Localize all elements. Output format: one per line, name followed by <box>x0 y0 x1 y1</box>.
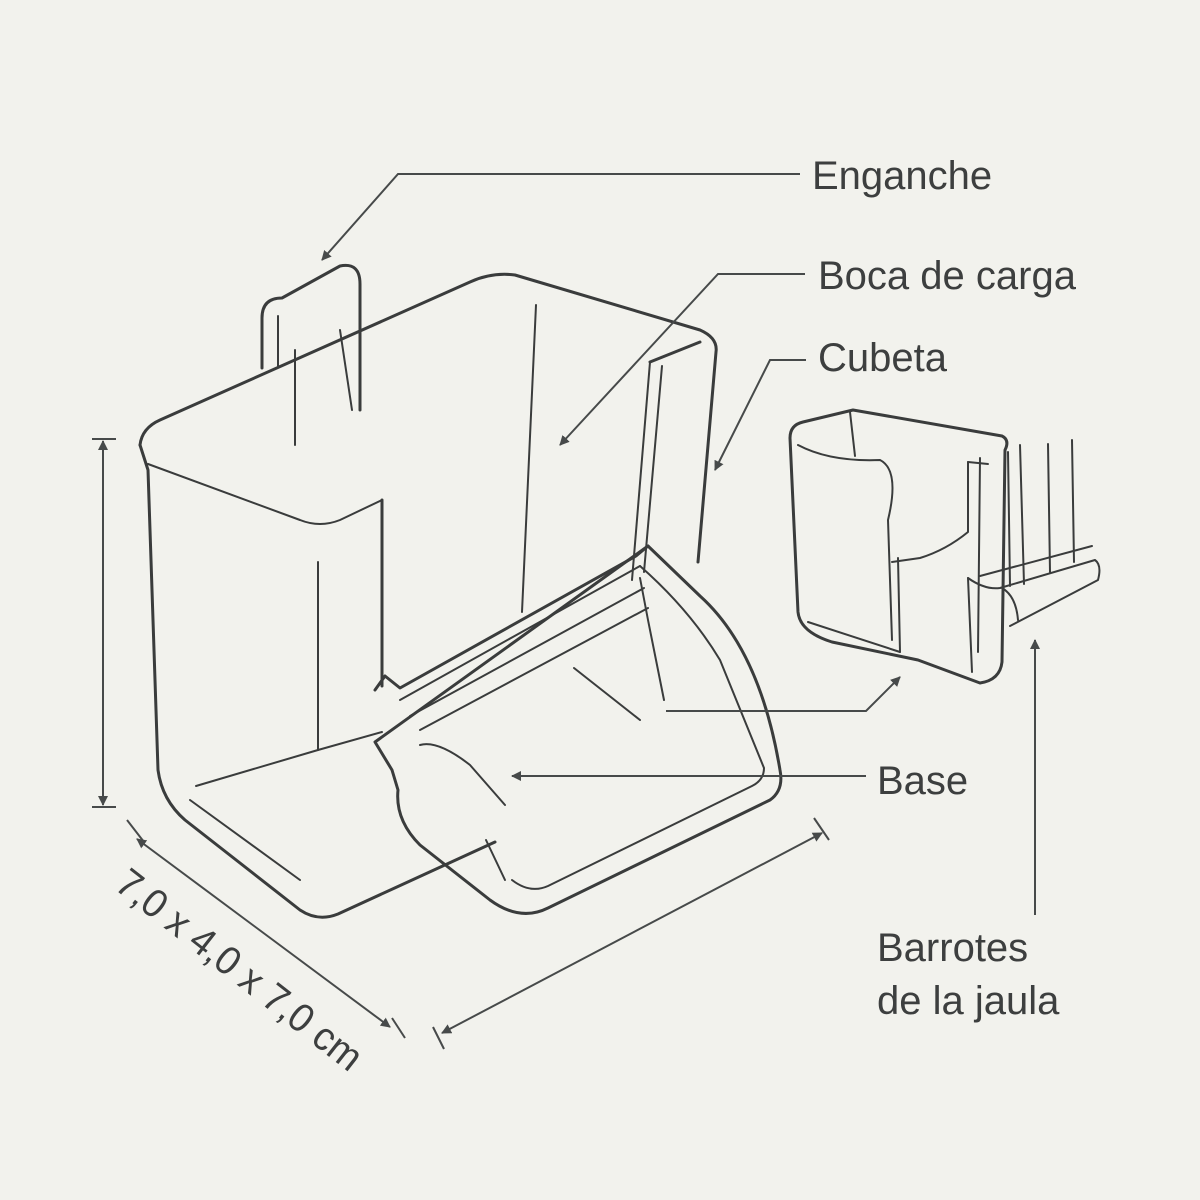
depth-dimension-tick-left <box>432 1026 445 1050</box>
width-dimension-line <box>136 838 391 1028</box>
tray-inset-part <box>788 408 1009 685</box>
label-loading-mouth: Boca de carga <box>818 254 1077 298</box>
leader-loading-mouth <box>559 273 805 446</box>
width-dimension-tick-left <box>126 819 145 843</box>
label-hook: Enganche <box>812 154 992 198</box>
depth-dimension-line <box>441 832 823 1034</box>
tray-inset-illustration <box>788 408 1101 685</box>
label-cage-bars-line2: de la jaula <box>877 979 1060 1023</box>
leader-lines <box>321 173 1040 915</box>
leader-tray-inset <box>666 676 901 712</box>
dimension-lines <box>92 438 830 1050</box>
width-dimension-tick-right <box>391 1017 406 1039</box>
leader-tray-main <box>714 359 806 471</box>
dimension-label: 7,0 x 4,0 x 7,0 cm <box>107 860 370 1079</box>
cage-bars-part <box>967 439 1101 673</box>
hook-part <box>260 263 362 446</box>
base-part <box>373 544 783 915</box>
feeder-illustration <box>138 263 783 919</box>
label-cage-bars-line1: Barrotes <box>877 926 1028 970</box>
label-base: Base <box>877 759 968 803</box>
leader-hook <box>321 173 800 261</box>
label-tray: Cubeta <box>818 336 948 380</box>
container-body <box>138 272 718 919</box>
depth-dimension-tick-right <box>813 817 830 841</box>
